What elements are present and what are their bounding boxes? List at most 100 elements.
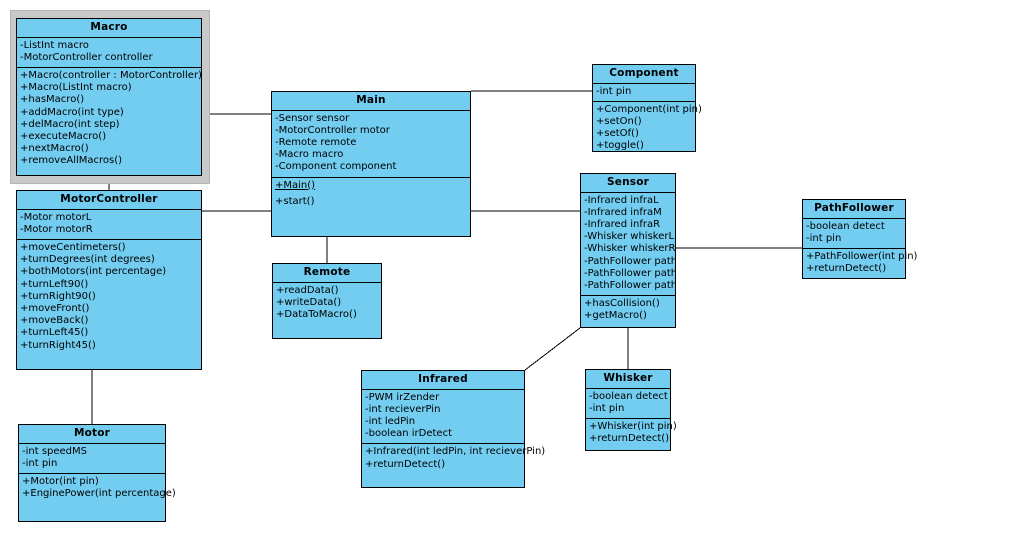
class-attribute: -Infrared infraR <box>584 218 661 230</box>
uml-class-macro[interactable]: Macro-ListInt macro-MotorController cont… <box>16 18 202 176</box>
class-method-label: +hasCollision() <box>584 298 660 310</box>
class-method: +returnDetect() <box>586 433 670 445</box>
uml-class-motor[interactable]: Motor-int speedMS-int pin+Motor(int pin)… <box>18 424 176 522</box>
class-method-label: +DataToMacro() <box>276 308 357 320</box>
class-method-label: +readData() <box>276 284 339 296</box>
class-method-label: +setOf() <box>596 128 639 140</box>
class-attribute: -MotorController motor <box>275 124 390 136</box>
class-method-label: +returnDetect() <box>589 433 670 445</box>
class-attribute: -Motor motorR <box>20 223 93 235</box>
class-attribute: -Infrared infraL <box>584 194 659 206</box>
class-method: +turnRight90() <box>17 291 201 303</box>
class-method: +setOn() <box>593 116 695 128</box>
uml-class-main[interactable]: Main-Sensor sensor-MotorController motor… <box>271 91 471 237</box>
class-attribute: -Motor motorL <box>20 211 92 223</box>
class-method: +hasMacro() <box>17 94 201 106</box>
class-method-label: +turnDegrees(int degrees) <box>20 254 155 266</box>
class-method-label: +start() <box>275 195 315 207</box>
class-attribute: -Remote remote <box>275 136 357 148</box>
class-attribute: -PathFollower pathM <box>584 267 675 279</box>
class-attribute: -Whisker whiskerR <box>584 243 675 255</box>
class-attribute: -ListInt macro <box>20 39 89 51</box>
class-method: +DataToMacro() <box>273 309 381 321</box>
class-attribute: -Component component <box>275 161 397 173</box>
class-attribute: -MotorController controller <box>20 51 153 63</box>
class-method-label: +turnRight90() <box>20 290 96 302</box>
class-attribute: -int pin <box>806 232 842 244</box>
class-method: +writeData() <box>273 297 381 309</box>
methods-compartment-whisker: +Whisker(int pin)+returnDetect() <box>586 419 677 448</box>
class-method: +readData() <box>273 285 381 297</box>
class-method: +delMacro(int step) <box>17 119 201 131</box>
class-method: +turnLeft90() <box>17 279 201 291</box>
class-method-label: +writeData() <box>276 296 342 308</box>
methods-compartment-main: +Main()+start() <box>272 178 470 212</box>
class-method: +PathFollower(int pin) <box>803 251 917 263</box>
class-attribute: -int ledPin <box>365 415 416 427</box>
methods-compartment-pathfollower: +PathFollower(int pin)+returnDetect() <box>803 249 917 278</box>
class-title-component: Component <box>593 65 695 84</box>
class-method-label: +addMacro(int type) <box>20 106 124 118</box>
class-method: +returnDetect() <box>803 263 905 275</box>
class-attribute: -boolean detect <box>589 390 668 402</box>
class-method: +toggle() <box>593 140 695 152</box>
class-method: +hasCollision() <box>581 298 675 310</box>
class-attribute: -Whisker whiskerL <box>584 231 675 243</box>
class-method-label: +delMacro(int step) <box>20 118 120 130</box>
class-method-label: +moveCentimeters() <box>20 241 126 253</box>
methods-compartment-sensor: +hasCollision()+getMacro() <box>581 296 675 325</box>
class-title-motor: Motor <box>19 425 165 444</box>
class-attribute: -Sensor sensor <box>275 112 350 124</box>
class-method: +moveCentimeters() <box>17 242 201 254</box>
class-method-label: +getMacro() <box>584 310 647 322</box>
class-title-main: Main <box>272 92 470 111</box>
class-method: +Macro(controller : MotorController) <box>17 69 202 82</box>
class-title-whisker: Whisker <box>586 370 670 389</box>
class-method: +Macro(ListInt macro) <box>17 82 201 94</box>
class-method: +Component(int pin) <box>593 104 702 116</box>
class-attribute: -int pin <box>589 402 625 414</box>
class-method-label: +bothMotors(int percentage) <box>20 266 167 278</box>
class-attribute: -boolean irDetect <box>365 428 453 440</box>
class-method-label: +EnginePower(int percentage) <box>22 488 176 500</box>
class-method: +executeMacro() <box>17 131 201 143</box>
class-method: +turnRight45() <box>17 340 201 352</box>
class-method: +getMacro() <box>581 310 675 322</box>
class-method: +moveBack() <box>17 315 201 327</box>
class-title-sensor: Sensor <box>581 174 675 193</box>
uml-class-infrared[interactable]: Infrared-PWM irZender-int recieverPin-in… <box>361 370 545 488</box>
class-method-label: +Motor(int pin) <box>22 475 99 487</box>
methods-compartment-motorcontroller: +moveCentimeters()+turnDegrees(int degre… <box>17 240 201 355</box>
class-method-label: +Macro(controller : MotorController) <box>20 69 202 81</box>
uml-class-remote[interactable]: Remote+readData()+writeData()+DataToMacr… <box>272 263 382 339</box>
class-title-motorcontroller: MotorController <box>17 191 201 210</box>
attributes-compartment-main: -Sensor sensor-MotorController motor-Rem… <box>272 111 470 178</box>
connector-sensor-infrared[interactable] <box>524 327 581 371</box>
class-method: +bothMotors(int percentage) <box>17 266 201 278</box>
class-method: +EnginePower(int percentage) <box>19 488 176 500</box>
methods-compartment-infrared: +Infrared(int ledPin, int recieverPin)+r… <box>362 444 545 473</box>
class-method: +nextMacro() <box>17 143 201 155</box>
class-method: +Motor(int pin) <box>19 476 165 488</box>
uml-class-component[interactable]: Component-int pin+Component(int pin)+set… <box>592 64 702 152</box>
attributes-compartment-whisker: -boolean detect-int pin <box>586 389 670 419</box>
class-attribute: -PathFollower pathR <box>584 279 675 291</box>
class-method: +returnDetect() <box>362 459 524 471</box>
uml-class-whisker[interactable]: Whisker-boolean detect-int pin+Whisker(i… <box>585 369 677 451</box>
class-method-label: +executeMacro() <box>20 130 107 142</box>
class-attribute: -boolean detect <box>806 220 885 232</box>
methods-compartment-component: +Component(int pin)+setOn()+setOf()+togg… <box>593 102 702 156</box>
class-method-label: +hasMacro() <box>20 94 85 106</box>
class-method-label: +moveFront() <box>20 302 90 314</box>
class-attribute: -PathFollower pathL <box>584 255 675 267</box>
methods-compartment-motor: +Motor(int pin)+EnginePower(int percenta… <box>19 474 176 503</box>
class-method-label: +Infrared(int ledPin, int recieverPin) <box>365 446 546 458</box>
class-method-label: +returnDetect() <box>365 458 446 470</box>
attributes-compartment-component: -int pin <box>593 84 695 102</box>
uml-class-motorcontroller[interactable]: MotorController-Motor motorL-Motor motor… <box>16 190 202 370</box>
class-method: +setOf() <box>593 128 695 140</box>
attributes-compartment-motor: -int speedMS-int pin <box>19 444 165 474</box>
uml-class-pathfollower[interactable]: PathFollower-boolean detect-int pin+Path… <box>802 199 917 279</box>
uml-class-sensor[interactable]: Sensor-Infrared infraL-Infrared infraM-I… <box>580 173 676 328</box>
